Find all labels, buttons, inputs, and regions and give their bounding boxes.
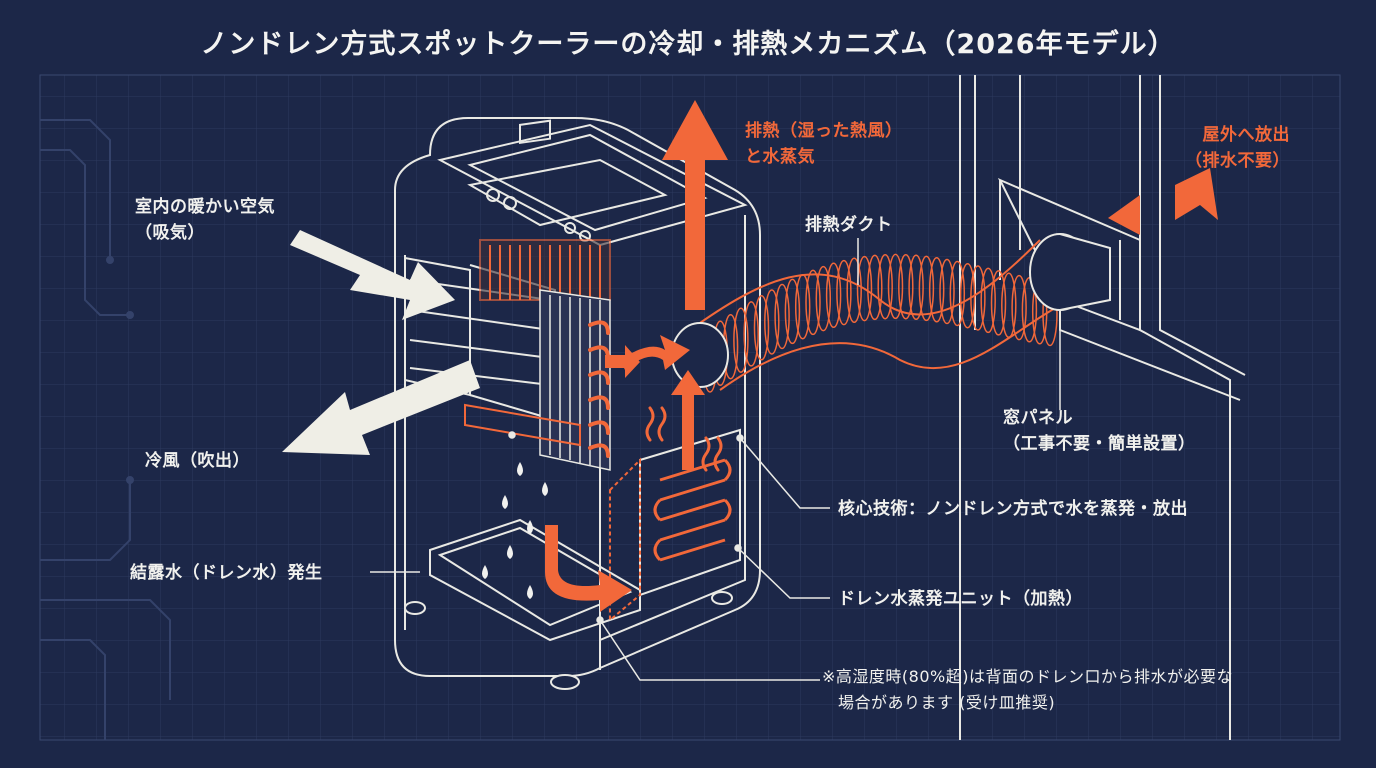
leader-lines xyxy=(370,238,1061,681)
drain-note-line2: 場合があります (受け皿推奨) xyxy=(838,693,1056,712)
internal-flow-arrow xyxy=(620,335,690,370)
circuit-traces xyxy=(40,119,171,740)
duct-rib xyxy=(928,257,945,323)
window-panel-label: 窓パネル （工事不要・簡単設置） xyxy=(1003,405,1196,457)
duct-rib xyxy=(939,258,955,325)
outdoor-label: 屋外へ放出 （排水不要） xyxy=(1185,122,1290,174)
exhaust-label-line1: 排熱（湿った熱風） xyxy=(745,121,903,141)
duct-rib xyxy=(908,254,924,321)
duct-rib xyxy=(764,289,780,355)
duct-rib xyxy=(836,259,852,326)
duct-rib xyxy=(774,283,790,350)
drain-flow-arrow xyxy=(545,525,632,612)
outdoor-label-line1: 屋外へ放出 xyxy=(1202,125,1290,145)
duct-rib xyxy=(805,269,821,336)
outdoor-label-line2: （排水不要） xyxy=(1185,151,1290,171)
duct-rib xyxy=(733,307,749,373)
duct-window-adapter xyxy=(1029,233,1111,311)
condensation-label: 結露水（ドレン水）発生 xyxy=(130,563,323,583)
outdoor-arrow-2 xyxy=(1175,168,1218,220)
duct-label: 排熱ダクト xyxy=(805,215,893,235)
diagram-title: ノンドレン方式スポットクーラーの冷却・排熱メカニズム（2026年モデル） xyxy=(200,29,1176,60)
duct-rib xyxy=(743,301,759,367)
duct-rib xyxy=(846,257,862,324)
duct-rib xyxy=(856,255,873,322)
duct-rib xyxy=(959,262,976,329)
duct-rib xyxy=(1001,272,1017,339)
duct-rib xyxy=(825,262,842,329)
duct-rib xyxy=(918,255,935,322)
duct-rib xyxy=(887,253,904,320)
core-tech-label: 核心技術：ノンドレン方式で水を蒸発・放出 xyxy=(838,499,1188,519)
drip-tray xyxy=(429,403,641,642)
exhaust-label: 排熱（湿った熱風） と水蒸気 xyxy=(745,118,903,170)
heat-exchanger xyxy=(479,239,611,301)
duct-rib xyxy=(898,253,914,320)
evaporator-label: ドレン水蒸発ユニット（加熱） xyxy=(838,589,1083,609)
steam-waves xyxy=(645,406,723,472)
duct-rib xyxy=(784,278,801,345)
cool-air-label: 冷風（吹出） xyxy=(145,451,250,471)
intake-label-line1: 室内の暖かい空気 xyxy=(135,197,275,217)
exhaust-duct xyxy=(689,239,1071,391)
duct-rib xyxy=(980,267,996,334)
left-inner-arrow xyxy=(605,345,640,378)
duct-rib xyxy=(877,253,893,320)
up-flow-arrow xyxy=(671,370,705,470)
intake-arrow xyxy=(290,230,455,320)
window-panel-label-line1: 窓パネル xyxy=(1003,408,1073,428)
intake-label: 室内の暖かい空気 （吸気） xyxy=(135,194,275,246)
water-droplets xyxy=(482,462,548,599)
duct-rib xyxy=(970,265,986,331)
duct-rib xyxy=(1011,274,1027,341)
cool-air-arrow xyxy=(282,360,480,455)
drain-note-line1: ※高湿度時(80%超)は背面のドレン口から排水が必要な xyxy=(822,667,1233,686)
window-panel-label-line2: （工事不要・簡単設置） xyxy=(1003,434,1196,454)
duct-rib xyxy=(815,265,832,332)
exhaust-label-line2: と水蒸気 xyxy=(745,147,815,167)
intake-label-line2: （吸気） xyxy=(135,223,205,243)
cooling-fins xyxy=(539,289,611,471)
duct-rib xyxy=(990,270,1007,336)
exhaust-arrow xyxy=(662,100,728,310)
duct-rib xyxy=(949,260,966,327)
duct-rib xyxy=(794,273,811,340)
wheels xyxy=(404,591,733,690)
duct-rib xyxy=(753,295,770,361)
duct-rib xyxy=(867,254,883,321)
outdoor-arrow-1 xyxy=(1108,195,1140,235)
drain-note: ※高湿度時(80%超)は背面のドレン口から排水が必要な 場合があります (受け皿… xyxy=(822,664,1233,716)
